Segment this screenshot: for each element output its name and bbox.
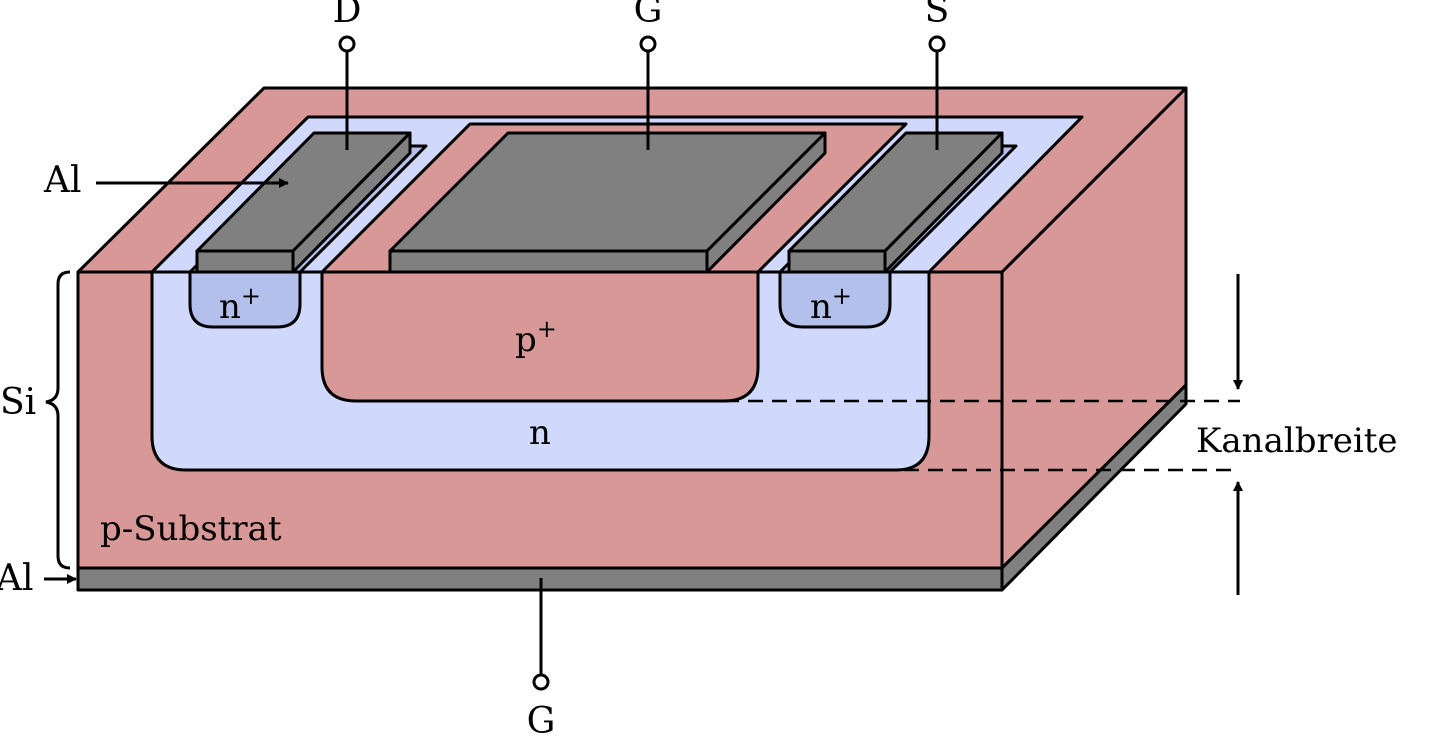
channel-width-dimension: Kanalbreite (700, 274, 1398, 595)
channel-width-label: Kanalbreite (1196, 421, 1398, 461)
aluminium-top-annotation: Al (43, 160, 289, 201)
source-terminal: S (925, 0, 950, 150)
gate-top-terminal-node (639, 35, 657, 53)
source-contact (787, 131, 1004, 274)
gate-bottom-terminal-node (532, 673, 550, 691)
gate-top-terminal: G (634, 0, 663, 150)
p-plus-label: p+ (515, 315, 557, 360)
aluminium-top-label: Al (43, 160, 82, 201)
silicon-brace-annotation: Si (0, 270, 71, 570)
n-plus-drain-front-face (188, 270, 302, 329)
n-plus-drain-label: n+ (219, 282, 261, 327)
silicon-brace (45, 270, 71, 570)
drain-terminal: D (333, 0, 362, 150)
substrate-label: p-Substrat (100, 509, 282, 549)
n-plus-source-label: n+ (810, 282, 852, 327)
gate-bottom-label: G (527, 701, 556, 739)
aluminium-bottom-annotation: Al (0, 558, 77, 599)
drain-contact (195, 131, 412, 274)
source-terminal-node (928, 35, 946, 53)
drain-terminal-node (338, 35, 356, 53)
drain-label: D (333, 0, 362, 31)
gate-contact (388, 131, 827, 274)
source-label: S (925, 0, 950, 31)
silicon-label: Si (0, 382, 36, 423)
n-well-label: n (529, 413, 551, 453)
aluminium-bottom-label: Al (0, 558, 34, 599)
gate-bottom-terminal: G (527, 578, 556, 739)
n-plus-source-front-face (778, 270, 892, 329)
gate-top-label: G (634, 0, 663, 31)
